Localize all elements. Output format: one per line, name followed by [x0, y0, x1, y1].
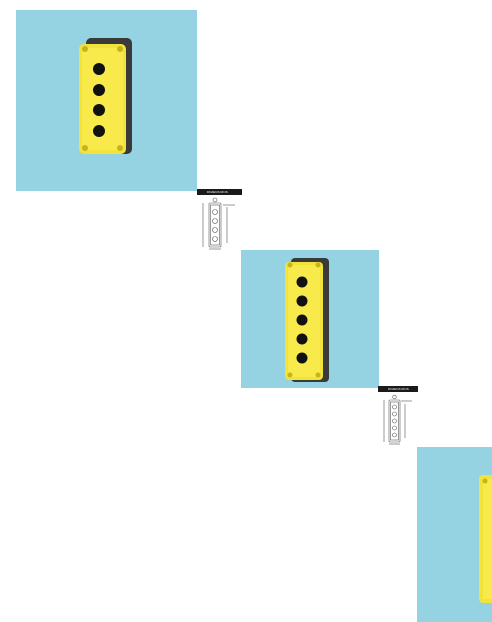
product-photo-5-hole [241, 250, 379, 388]
control-box-4-hole-image [79, 38, 132, 154]
dimensions-header-4-hole: DIMENSIONS [197, 189, 242, 195]
product-photo-partial [417, 447, 492, 622]
product-photo-4-hole [16, 10, 197, 191]
control-box-partial-image [479, 475, 492, 603]
dimension-drawing-5-hole [383, 394, 412, 445]
dimensions-header-5-hole: DIMENSIONS [378, 386, 418, 392]
dimension-drawing-4-hole [202, 197, 235, 250]
control-box-5-hole-image [285, 258, 329, 382]
